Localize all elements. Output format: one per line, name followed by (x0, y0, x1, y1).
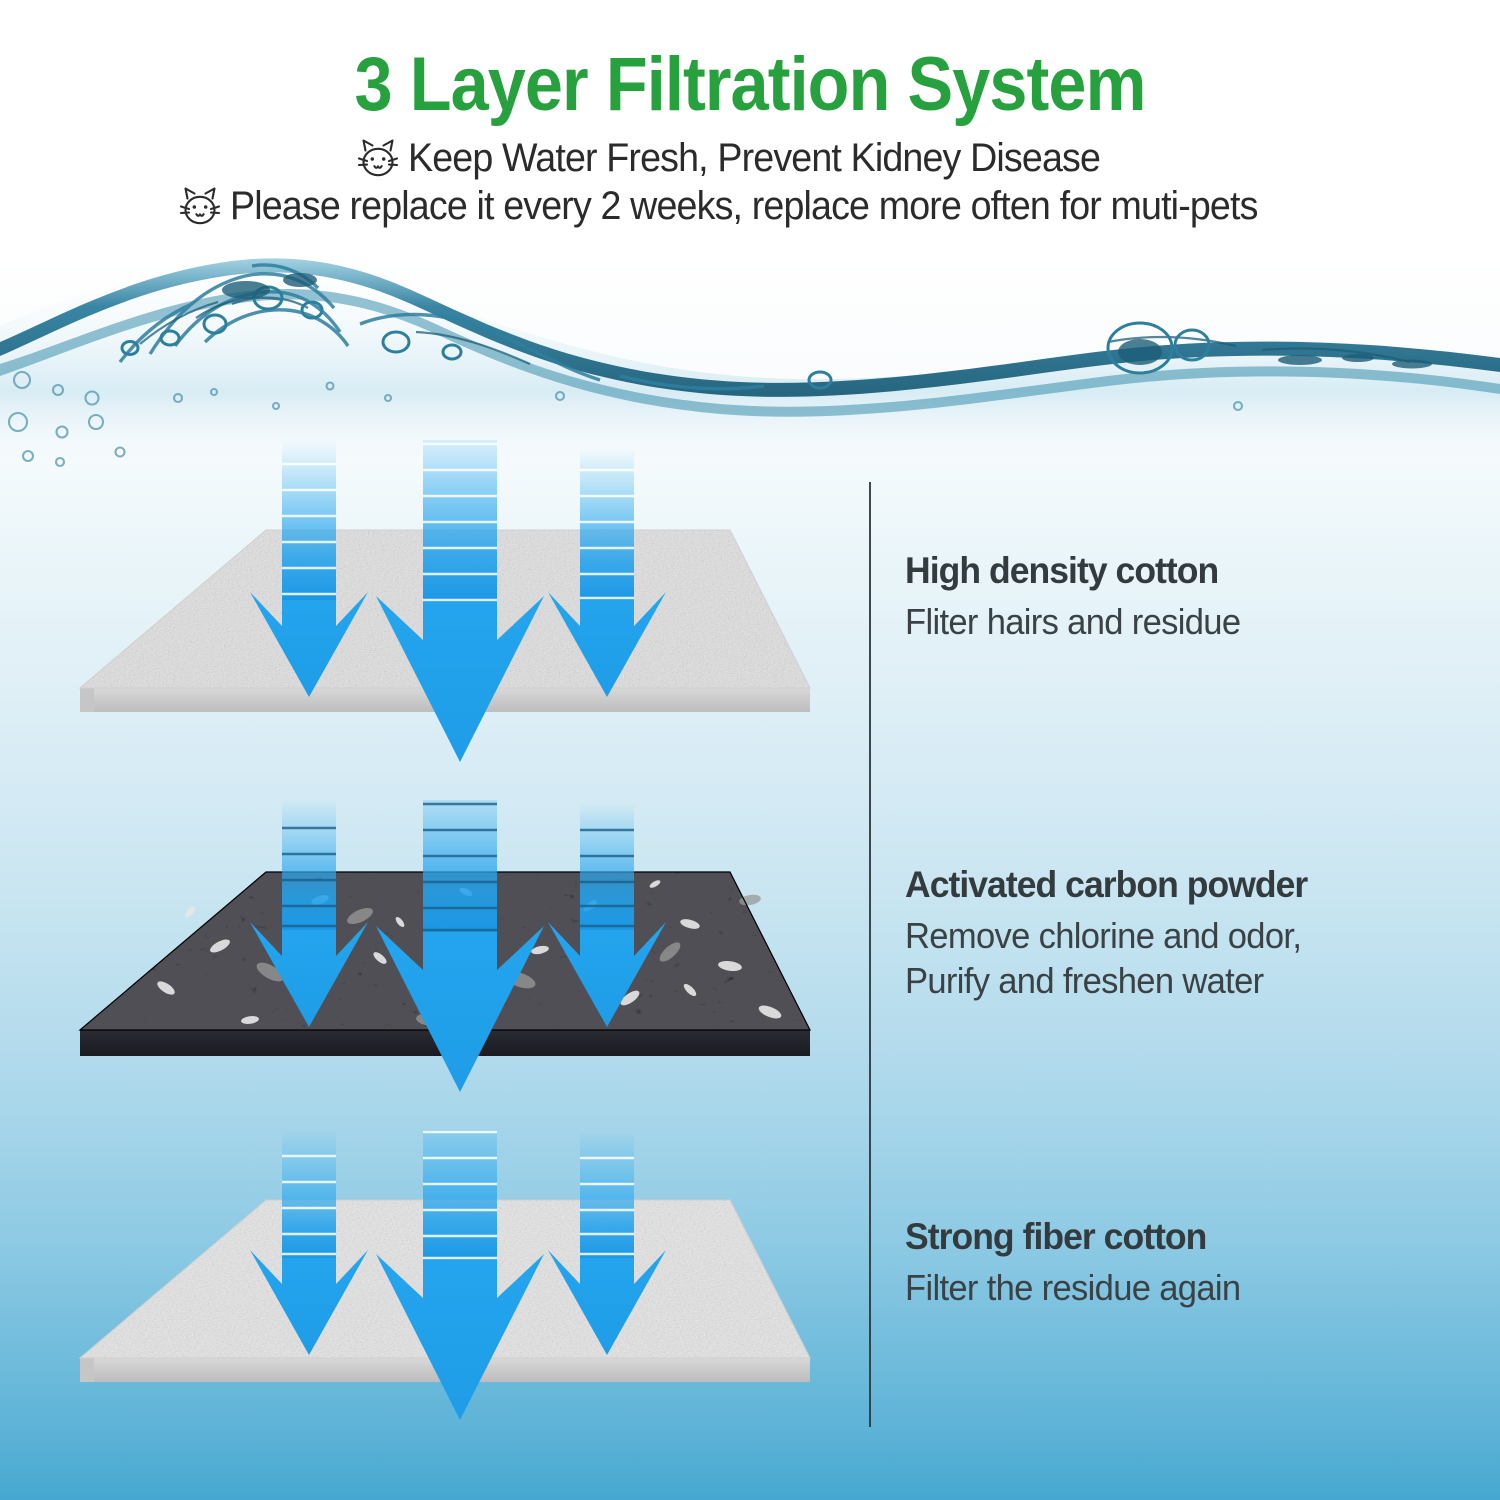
cat-face-icon (355, 138, 401, 182)
layer-slab-strong-fiber-cotton (70, 1190, 830, 1405)
layer-description-line-1: Fliter hairs and residue (905, 601, 1241, 642)
layer-title: High density cotton (905, 550, 1219, 591)
layer-description: Filter the residue again (905, 1265, 1443, 1310)
layer-description-line-2: Purify and freshen water (905, 960, 1264, 1001)
layer-title: Strong fiber cotton (905, 1216, 1207, 1257)
description-block-strong-fiber-cotton: Strong fiber cotton Filter the residue a… (905, 1214, 1465, 1310)
description-block-activated-carbon: Activated carbon powder Remove chlorine … (905, 862, 1465, 1003)
subtitle-line-1: Keep Water Fresh, Prevent Kidney Disease (0, 135, 1500, 181)
layer-description-line-1: Remove chlorine and odor, (905, 915, 1302, 956)
subtitle-text-1: Keep Water Fresh, Prevent Kidney Disease (408, 136, 1101, 180)
subtitle-line-2: Please replace it every 2 weeks, replace… (0, 183, 1500, 229)
header: 3 Layer Filtration System Keep Wat (0, 0, 1500, 229)
layer-slab-activated-carbon (70, 862, 830, 1077)
layer-description-line-1: Filter the residue again (905, 1267, 1241, 1308)
layer-title: Activated carbon powder (905, 864, 1308, 905)
cat-face-icon (177, 186, 223, 230)
layer-description: Remove chlorine and odor, Purify and fre… (905, 913, 1443, 1003)
description-block-high-density-cotton: High density cotton Fliter hairs and res… (905, 548, 1465, 644)
layer-slab-high-density-cotton (70, 520, 830, 735)
vertical-divider-line (869, 482, 871, 1427)
layer-description: Fliter hairs and residue (905, 599, 1443, 644)
page-title: 3 Layer Filtration System (354, 42, 1147, 127)
subtitle-text-2: Please replace it every 2 weeks, replace… (229, 184, 1258, 228)
